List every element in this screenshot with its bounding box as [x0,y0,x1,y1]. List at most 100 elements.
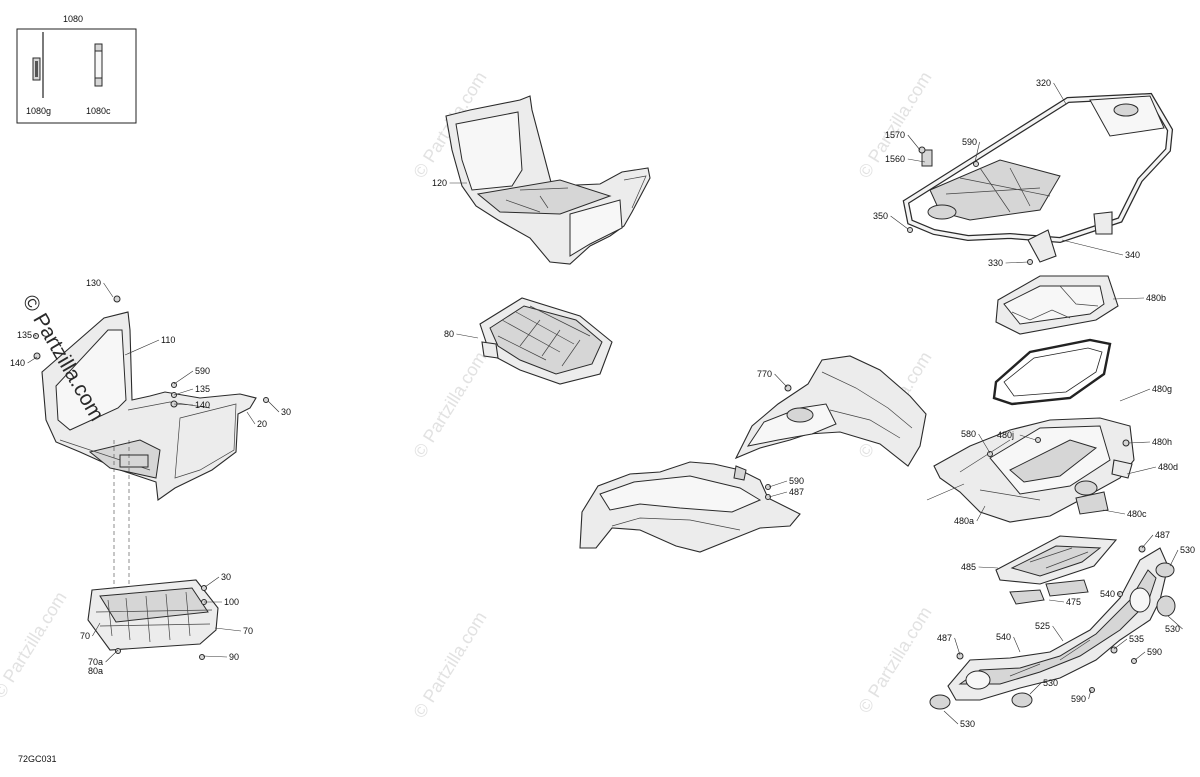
part-320-rear-rack [902,92,1174,263]
label-c-480d: 480d [1158,462,1178,472]
leader-c-480j [1019,434,1037,441]
leader-c-580 [978,433,991,454]
label-c-487c: 487 [937,633,952,643]
part-480a-storage-bin [926,417,1135,523]
label-c-487a: 487 [789,487,804,497]
leader-c-480h [1127,441,1151,444]
watermark-1: © Partzilla.com [409,608,490,721]
label-c-475: 475 [1066,597,1081,607]
label-c-350: 350 [873,211,888,221]
watermark-2: © Partzilla.com [854,603,935,716]
label-c-580: 580 [961,429,976,439]
leader-c-770 [774,373,788,388]
label-c-480h: 480h [1152,437,1172,447]
label-c-540b: 540 [996,632,1011,642]
part-525-bumper [947,547,1169,701]
part-110-footwell [41,311,257,501]
label-c-70a2: 70a [88,657,103,667]
label-c-590d: 590 [1147,647,1162,657]
part-front-fender [579,461,801,553]
leader-c-487a [768,491,788,498]
leader-c-110 [124,339,160,356]
leader-c-487b [1141,534,1154,549]
watermark-3: © Partzilla.com [409,348,490,461]
leader-c-70a [92,622,101,637]
label-c-135b: 135 [195,384,210,394]
leader-c-70b [214,627,242,632]
label-c-1570: 1570 [885,130,905,140]
leader-c-525 [1052,625,1064,642]
fasteners [33,146,1146,693]
label-c-135a: 135 [17,330,32,340]
leader-c-135b [173,388,194,396]
label-c-530b: 530 [1165,624,1180,634]
part-70-footrest [87,579,219,651]
leader-c-140b [173,403,194,406]
label-c-590b: 590 [962,137,977,147]
leader-c-480c [1102,509,1126,515]
leader-c-340 [1061,239,1124,256]
leader-c-320 [1053,82,1067,105]
label-c-90: 90 [229,652,239,662]
leader-c-487c [954,637,961,656]
part-475-pad [1045,579,1089,597]
part-120-footwell [445,95,651,265]
leader-c-590a [173,370,194,385]
label-c-140a: 140 [10,358,25,368]
label-c-70a: 70 [80,631,90,641]
label-c-525: 525 [1035,621,1050,631]
label-c-590a: 590 [195,366,210,376]
leader-c-330 [1005,261,1029,264]
leader-c-480g [1119,388,1151,402]
label-c-530c: 530 [1043,678,1058,688]
leader-c-590c [768,480,788,488]
label-c-480a: 480a [954,516,974,526]
leader-c-30b [204,576,220,588]
label-c-480c: 480c [1127,509,1147,519]
label-c-80a: 80a [88,666,103,676]
inset-left-label: 1080g [26,106,51,116]
leader-c-530c [1029,682,1042,695]
label-c-100: 100 [224,597,239,607]
leader-c-480b [1112,297,1145,300]
leader-c-130 [103,282,114,298]
label-c-480g: 480g [1152,384,1172,394]
leader-c-80 [456,333,479,339]
label-c-480j: 480j [997,430,1014,440]
label-c-487b: 487 [1155,530,1170,540]
label-c-340: 340 [1125,250,1140,260]
inset-right-label: 1080c [86,106,111,116]
leader-c-480a [976,505,986,522]
label-c-70b: 70 [243,626,253,636]
watermark-0: © Partzilla.com [0,588,71,701]
leader-c-540b [1013,636,1021,653]
part-485-panel [995,535,1118,605]
leader-c-350 [890,215,909,230]
part-480b-cover [995,275,1119,335]
label-c-1560: 1560 [885,154,905,164]
leader-c-590e [1088,689,1092,700]
leader-c-30a [267,400,280,413]
label-c-30a: 30 [281,407,291,417]
label-c-140b: 140 [195,400,210,410]
leader-c-485 [978,566,999,569]
leader-c-140a [27,356,38,364]
label-c-535: 535 [1129,634,1144,644]
leader-c-530d [943,710,959,725]
part-80-rack [479,297,613,385]
inset-1080: 1080 1080g 1080c [16,14,137,124]
label-c-770: 770 [757,369,772,379]
label-c-80: 80 [444,329,454,339]
leader-c-1560 [907,158,926,163]
label-c-120: 120 [432,178,447,188]
leader-c-135a [34,334,37,337]
leader-c-90 [202,655,228,658]
label-c-485: 485 [961,562,976,572]
inset-title: 1080 [63,14,83,24]
leader-c-1570 [907,134,921,151]
label-c-590c: 590 [789,476,804,486]
label-c-130: 130 [86,278,101,288]
label-c-320: 320 [1036,78,1051,88]
